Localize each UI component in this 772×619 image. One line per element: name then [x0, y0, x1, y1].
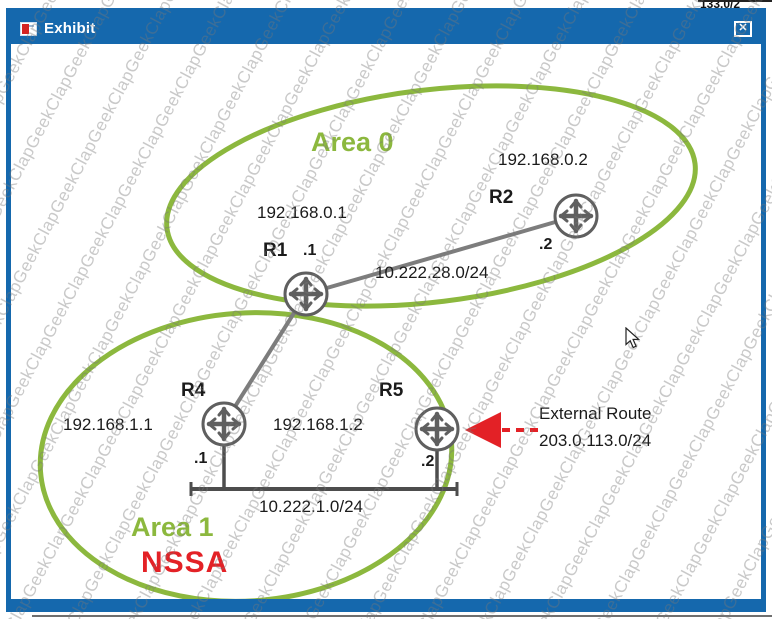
- r4-port-label: .1: [194, 450, 208, 467]
- diagram-canvas: Area 0 192.168.0.2 R2 .2 192.168.0.1 R1 …: [11, 44, 761, 599]
- r5-name-label: R5: [379, 380, 404, 401]
- page-artifact-text: 133.0/2: [700, 0, 766, 8]
- network-topology-svg: [37, 83, 698, 599]
- r2-name-label: R2: [489, 187, 514, 208]
- r2-port-label: .2: [539, 236, 553, 253]
- dialog-title: Exhibit: [44, 20, 96, 37]
- external-route-label: External Route: [539, 404, 652, 423]
- r4-name-label: R4: [181, 380, 206, 401]
- page-artifact-line: [698, 0, 772, 2]
- router-icon-r2: [555, 195, 597, 237]
- external-route-prefix: 203.0.113.0/24: [539, 431, 652, 450]
- nssa-label: NSSA: [141, 546, 229, 579]
- link-r1-r4: [222, 292, 308, 426]
- exhibit-icon: [20, 21, 37, 36]
- page-artifact-bottom-line: [32, 615, 772, 617]
- area0-label: Area 0: [311, 127, 394, 157]
- r5-port-label: .2: [421, 453, 435, 470]
- area1-ellipse: [37, 310, 455, 599]
- exhibit-dialog: Exhibit ✕: [6, 8, 766, 612]
- router-icon-r1: [285, 273, 327, 315]
- area1-label: Area 1: [131, 512, 214, 542]
- r1-ip-label: 192.168.0.1: [257, 203, 347, 222]
- area1-network-label: 10.222.1.0/24: [259, 497, 363, 516]
- router-icon-r4: [203, 403, 245, 445]
- area0-network-label: 10.222.28.0/24: [375, 263, 489, 282]
- r5-ip-label: 192.168.1.2: [273, 415, 363, 434]
- close-button[interactable]: ✕: [734, 20, 752, 37]
- r2-ip-label: 192.168.0.2: [498, 150, 588, 169]
- link-r1-r2: [305, 214, 577, 296]
- dialog-titlebar[interactable]: Exhibit ✕: [11, 13, 761, 44]
- r1-port-label: .1: [303, 242, 317, 259]
- router-icon-r5: [416, 408, 458, 450]
- page-artifact-text-value: 133.0/2: [700, 0, 741, 8]
- r4-ip-label: 192.168.1.1: [63, 415, 153, 434]
- area0-ellipse: [164, 83, 698, 309]
- r1-name-label: R1: [263, 240, 288, 261]
